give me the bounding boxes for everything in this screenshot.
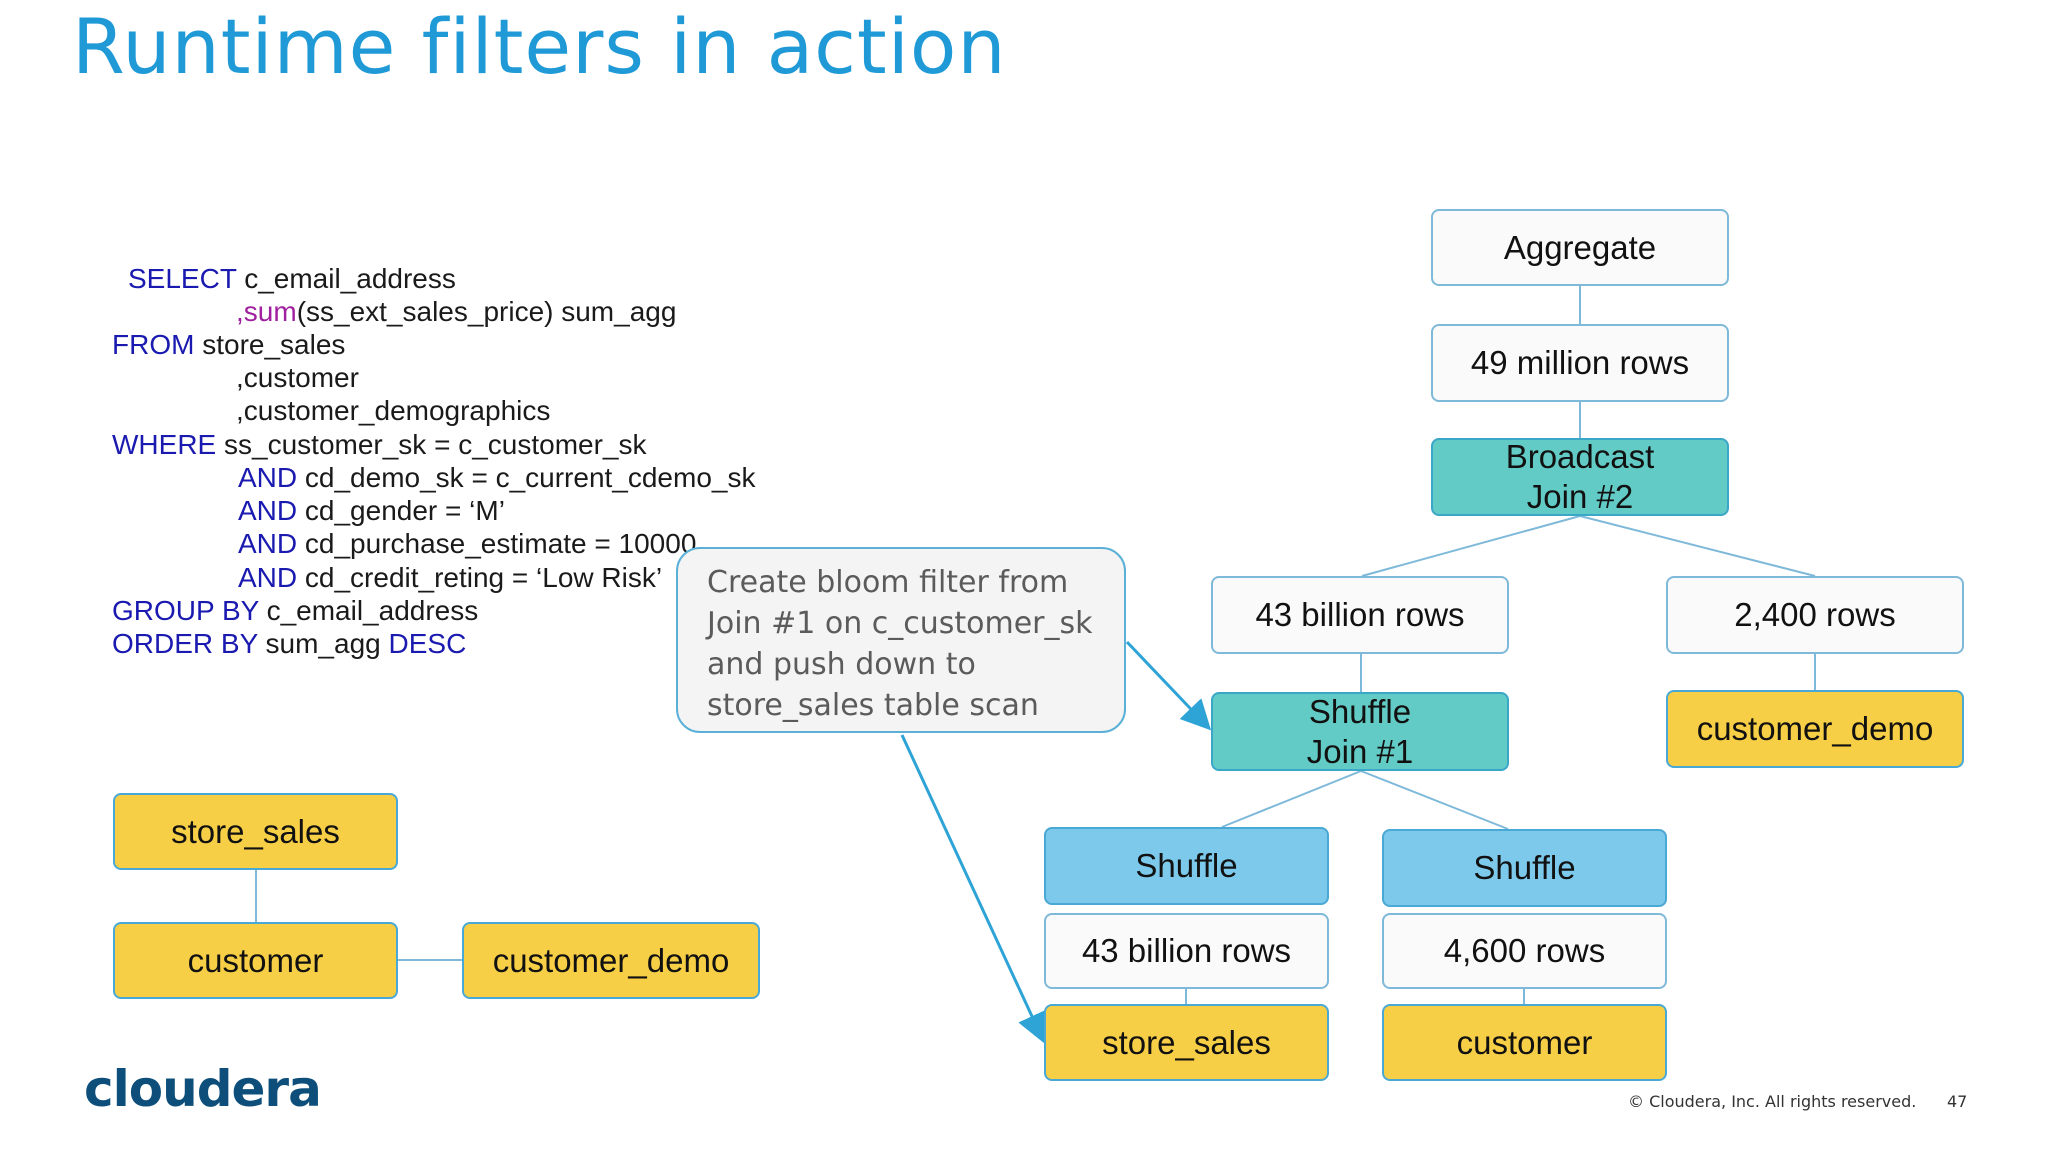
sql-line-3: FROM store_sales [112,328,345,361]
copyright-footer: © Cloudera, Inc. All rights reserved. [1628,1092,1917,1111]
sql-keyword: AND [238,495,298,526]
sql-line-2: ,sum(ss_ext_sales_price) sum_agg [236,295,676,328]
sql-text: (ss_ext_sales_price) sum_agg [296,296,677,327]
bloom-filter-callout: Create bloom filter from Join #1 on c_cu… [676,547,1126,733]
connector-join-shuffle-right [1360,770,1509,830]
plan-node-customer: customer [1382,1004,1667,1081]
left-node-customer: customer [113,922,398,999]
sql-text: c_email_address [236,263,456,294]
broadcast-join-line-1: Broadcast [1505,438,1655,475]
cloudera-logo: cloudera [84,1060,322,1118]
plan-node-customer-demo: customer_demo [1666,690,1964,768]
sql-text: cd_purchase_estimate = 10000 [297,528,697,559]
sql-keyword: AND [238,562,298,593]
sql-keyword: WHERE [112,429,217,460]
callout-line-3: and push down to [707,647,976,682]
sql-comma: , [236,296,244,327]
sql-keyword: AND [238,528,298,559]
sql-line-11: GROUP BY c_email_address [112,594,478,627]
sql-line-12: ORDER BY sum_agg DESC [112,627,466,660]
callout-line-2: Join #1 on c_customer_sk [707,606,1093,641]
plan-node-aggregate: Aggregate [1431,209,1729,286]
sql-text: c_email_address [258,595,479,626]
sql-text: cd_credit_reting = ‘Low Risk’ [297,562,663,593]
plan-node-43-billion-rows-bottom: 43 billion rows [1044,913,1329,989]
sql-text: store_sales [194,329,346,360]
sql-line-7: AND cd_demo_sk = c_current_cdemo_sk [238,461,755,494]
slide-title: Runtime filters in action [72,2,1007,91]
plan-node-4600-rows: 4,600 rows [1382,913,1667,989]
shuffle-join-line-1: Shuffle [1308,692,1412,730]
left-node-store-sales: store_sales [113,793,398,870]
plan-node-shuffle-right: Shuffle [1382,829,1667,907]
sql-function: sum [243,296,297,327]
connector-broadcast-2400 [1579,515,1816,577]
sql-keyword: ORDER BY [112,628,258,659]
left-node-customer-demo: customer_demo [462,922,760,999]
sql-keyword: FROM [112,329,195,360]
callout-line-4: store_sales table scan [707,688,1039,723]
plan-node-shuffle-left: Shuffle [1044,827,1329,905]
shuffle-join-line-2: Join #1 [1306,732,1414,770]
sql-line-10: AND cd_credit_reting = ‘Low Risk’ [238,561,662,594]
sql-line-4: ,customer [236,362,359,393]
sql-text: cd_demo_sk = c_current_cdemo_sk [297,462,756,493]
sql-line-9: AND cd_purchase_estimate = 10000 [238,527,696,560]
sql-keyword: SELECT [128,263,237,294]
connector-broadcast-43b [1361,515,1581,577]
callout-line-1: Create bloom filter from [707,565,1069,600]
broadcast-join-line-2: Join #2 [1526,478,1634,515]
page-number: 47 [1947,1092,1968,1111]
sql-text: sum_agg [257,628,389,659]
sql-text: ss_customer_sk = c_customer_sk [216,429,647,460]
sql-line-1: SELECT c_email_address [128,262,456,295]
sql-keyword: DESC [388,628,467,659]
plan-node-49-million-rows: 49 million rows [1431,324,1729,402]
callout-arrow-to-store-sales [900,734,1046,1044]
sql-line-5: ,customer_demographics [236,395,551,426]
plan-node-broadcast-join: Broadcast Join #2 [1431,438,1729,516]
plan-node-shuffle-join: Shuffle Join #1 [1211,692,1509,771]
plan-node-2400-rows: 2,400 rows [1666,576,1964,654]
plan-node-43-billion-rows-top: 43 billion rows [1211,576,1509,654]
sql-keyword: GROUP BY [112,595,259,626]
sql-keyword: AND [238,462,298,493]
sql-line-6: WHERE ss_customer_sk = c_customer_sk [112,428,647,461]
sql-line-8: AND cd_gender = ‘M’ [238,494,505,527]
plan-node-store-sales: store_sales [1044,1004,1329,1081]
callout-arrow-to-join [1125,640,1212,731]
sql-text: cd_gender = ‘M’ [297,495,505,526]
connector-join-shuffle-left [1221,770,1362,828]
